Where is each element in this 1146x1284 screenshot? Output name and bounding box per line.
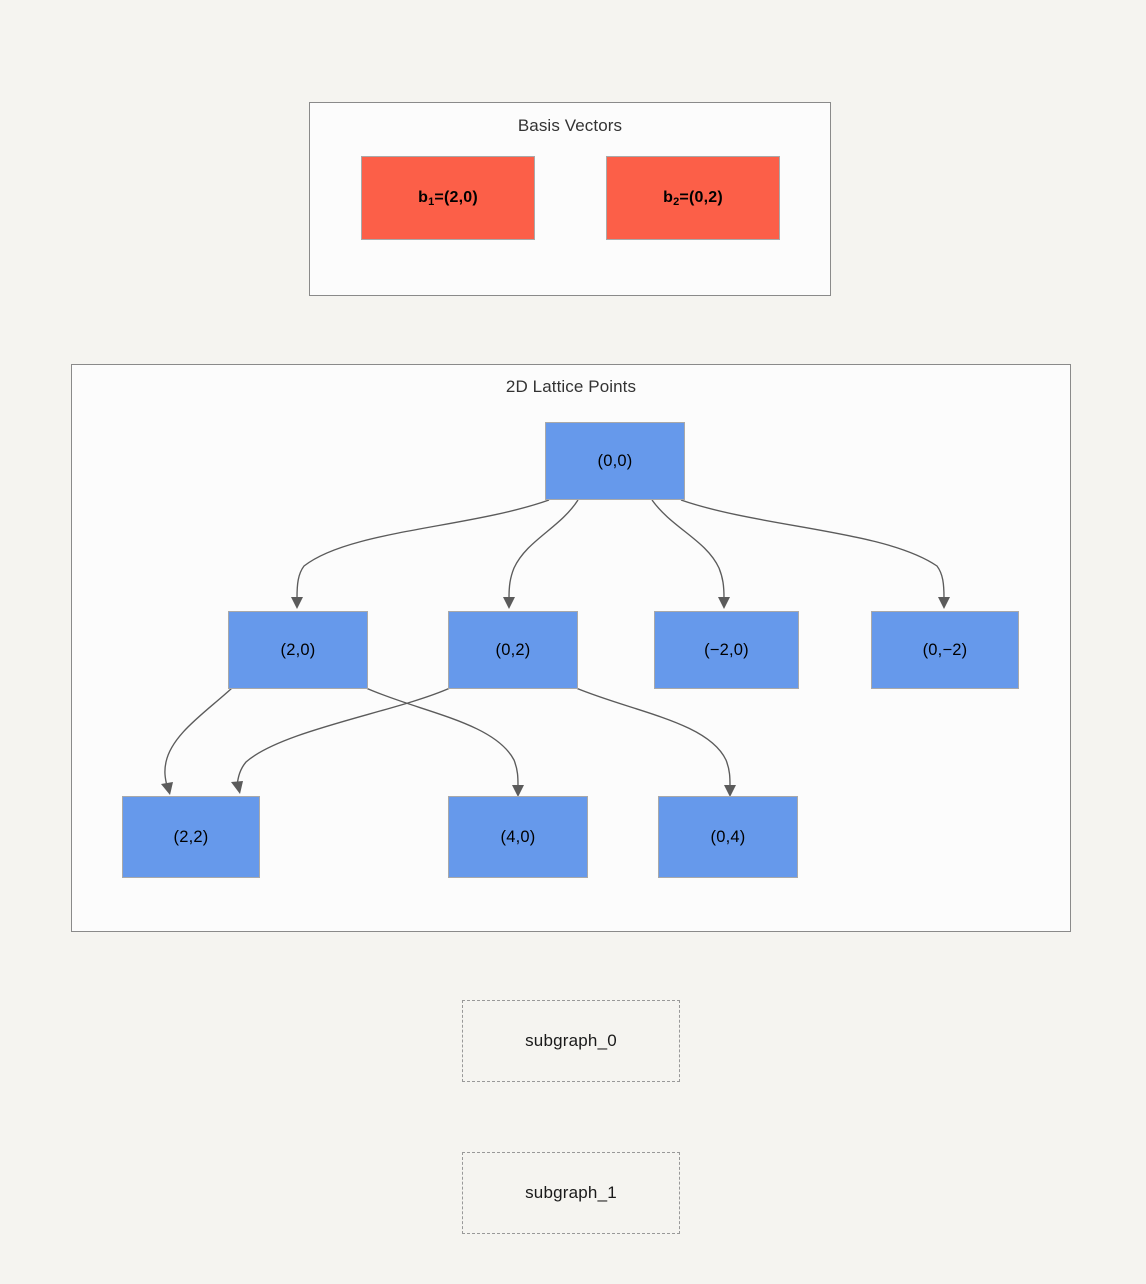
lattice-node-0-2[interactable]: (0,2) (448, 611, 578, 689)
lattice-node-0-neg2[interactable]: (0,−2) (871, 611, 1019, 689)
basis-vector-subscript-b1: 1 (428, 196, 435, 208)
lattice-node-label: (4,0) (500, 827, 536, 846)
basis-vectors-container: Basis Vectors b1=(2,0) b2=(0,2) (309, 102, 831, 296)
lattice-node-label: (2,0) (280, 640, 316, 659)
lattice-points-title: 2D Lattice Points (505, 377, 637, 396)
basis-vector-label-b2: b2=(0,2) (663, 189, 723, 208)
lattice-node-2-0[interactable]: (2,0) (228, 611, 368, 689)
lattice-node-label: (2,2) (173, 827, 209, 846)
basis-vector-subscript-b2: 2 (673, 196, 680, 208)
lattice-node-label: (0,4) (710, 827, 746, 846)
lattice-node-label: (0,2) (495, 640, 531, 659)
subgraph-legend-0[interactable]: subgraph_0 (462, 1000, 680, 1082)
lattice-node-0-4[interactable]: (0,4) (658, 796, 798, 878)
subgraph-legend-label-1: subgraph_1 (525, 1183, 617, 1202)
basis-vectors-title: Basis Vectors (517, 116, 623, 135)
lattice-node-0-0[interactable]: (0,0) (545, 422, 685, 500)
lattice-node-neg2-0[interactable]: (−2,0) (654, 611, 799, 689)
lattice-node-4-0[interactable]: (4,0) (448, 796, 588, 878)
lattice-node-label: (0,−2) (922, 640, 968, 659)
basis-vector-label-b1: b1=(2,0) (418, 189, 478, 208)
basis-vector-node-b2[interactable]: b2=(0,2) (606, 156, 780, 240)
lattice-node-label: (0,0) (597, 451, 633, 470)
lattice-node-label: (−2,0) (704, 640, 749, 659)
lattice-node-2-2[interactable]: (2,2) (122, 796, 260, 878)
basis-vector-node-b1[interactable]: b1=(2,0) (361, 156, 535, 240)
subgraph-legend-1[interactable]: subgraph_1 (462, 1152, 680, 1234)
subgraph-legend-label-0: subgraph_0 (525, 1031, 617, 1050)
